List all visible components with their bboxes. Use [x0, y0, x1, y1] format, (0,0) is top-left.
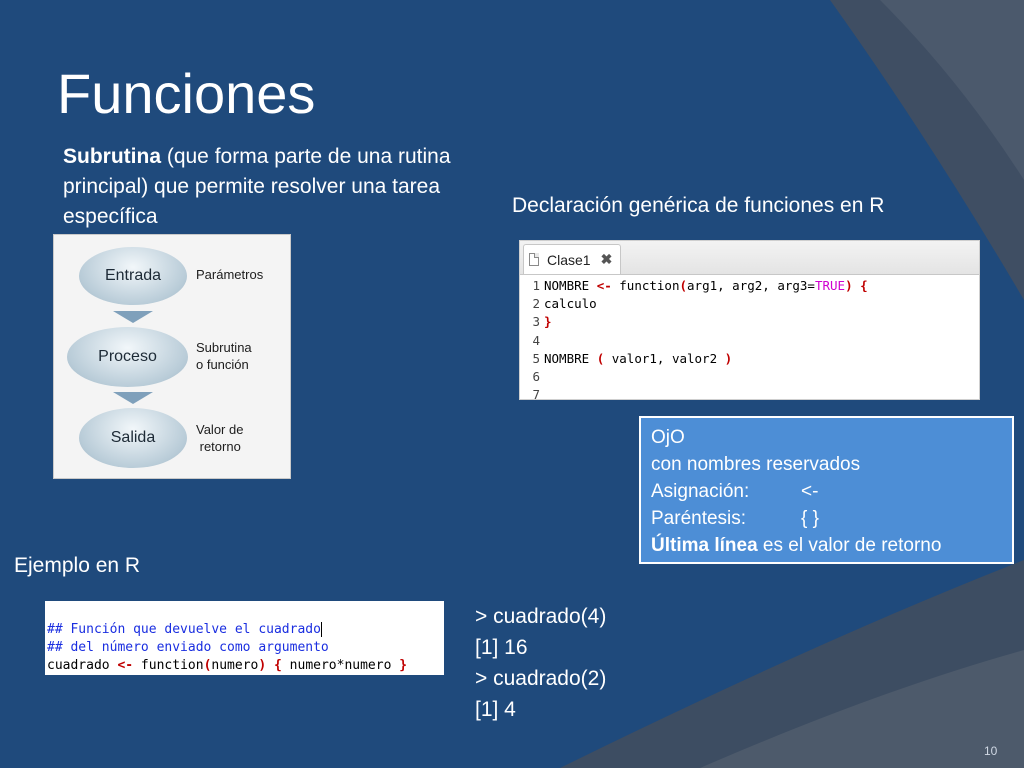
- code-line: 7: [520, 386, 979, 404]
- intro-text: Subrutina (que forma parte de una rutina…: [63, 142, 493, 232]
- code-token: <-: [596, 278, 612, 293]
- code-token: [853, 278, 861, 293]
- example-comment-1: ## Función que devuelve el cuadrado: [47, 622, 322, 637]
- console-output: > cuadrado(4) [1] 16 > cuadrado(2) [1] 4: [475, 601, 606, 725]
- code-token: function: [611, 278, 680, 293]
- code-token: ): [258, 658, 267, 673]
- code-token: }: [544, 314, 552, 330]
- line-text: NOMBRE <- function(arg1, arg2, arg3=TRUE…: [544, 277, 868, 295]
- example-comment-2: ## del número enviado como argumento: [47, 640, 329, 655]
- code-token: {: [860, 278, 868, 293]
- example-code-panel[interactable]: ## Función que devuelve el cuadrado ## d…: [45, 601, 444, 675]
- line-number: 6: [532, 369, 540, 385]
- code-token: cuadrado: [47, 658, 118, 673]
- tab-label: Clase1: [547, 251, 591, 268]
- code-token: numero*numero: [281, 658, 400, 673]
- ojo-last-line: Última línea es el valor de retorno: [651, 532, 1002, 559]
- process-diagram: Entrada Proceso Salida Parámetros Subrut…: [53, 234, 291, 479]
- console-line: [1] 4: [475, 698, 516, 721]
- code-token: valor1, valor2: [604, 350, 725, 366]
- editor-tabbar: Clase1 ✖: [520, 241, 979, 275]
- ojo-note-box: OjO con nombres reservados Asignación: <…: [639, 416, 1014, 564]
- line-number: 5: [532, 350, 540, 366]
- intro-rest: (que forma parte de una rutina principal…: [63, 145, 451, 228]
- code-token: arg1, arg2, arg3=: [687, 278, 815, 293]
- code-token: ): [845, 278, 853, 293]
- ojo-paren-val: { }: [801, 508, 819, 529]
- code-line: 6: [520, 368, 979, 386]
- file-icon: [529, 253, 539, 266]
- line-number: 3: [532, 314, 540, 330]
- tab-clase1[interactable]: Clase1 ✖: [523, 244, 621, 274]
- ojo-last-bold: Última línea: [651, 535, 758, 556]
- arrow-down-icon: [113, 392, 153, 404]
- ojo-line-reserved: con nombres reservados: [651, 454, 861, 475]
- code-line: 1 NOMBRE <- function(arg1, arg2, arg3=TRU…: [520, 277, 979, 295]
- text-caret: [320, 622, 322, 637]
- console-line: > cuadrado(4): [475, 605, 607, 628]
- diagram-label-valor: Valor de retorno: [196, 422, 244, 454]
- code-line: 4: [520, 332, 979, 350]
- code-token: NOMBRE: [544, 350, 597, 366]
- ojo-paren-key: Paréntesis:: [651, 508, 747, 529]
- intro-bold: Subrutina: [63, 145, 161, 168]
- diagram-step-salida: Salida: [79, 408, 187, 468]
- code-token: TRUE: [814, 278, 846, 293]
- line-number: 4: [532, 332, 540, 348]
- ojo-last-rest: es el valor de retorno: [757, 535, 942, 556]
- code-token: ): [724, 350, 733, 366]
- line-text: }: [544, 313, 552, 331]
- line-text: NOMBRE ( valor1, valor2 ): [544, 350, 732, 368]
- code-token: <-: [117, 658, 134, 673]
- code-token: numero: [211, 658, 259, 673]
- example-code-line: cuadrado <- function(numero) { numero*nu…: [47, 657, 442, 675]
- ojo-assign-key: Asignación:: [651, 481, 750, 502]
- console-line: [1] 16: [475, 636, 528, 659]
- code-token: (: [203, 658, 212, 673]
- code-token: {: [274, 658, 282, 673]
- ojo-assign-row: Asignación: <-: [651, 478, 1002, 505]
- code-token: (: [679, 278, 688, 293]
- arrow-down-icon: [113, 311, 153, 323]
- code-token: NOMBRE: [544, 278, 597, 293]
- declaration-label: Declaración genérica de funciones en R: [512, 194, 885, 217]
- line-number: 1: [532, 278, 540, 293]
- diagram-label-parametros: Parámetros: [196, 267, 264, 282]
- line-number: 7: [532, 387, 540, 403]
- diagram-step-proceso: Proceso: [67, 327, 188, 387]
- console-line: > cuadrado(2): [475, 667, 607, 690]
- line-text: calculo: [544, 295, 597, 313]
- ojo-assign-val: <-: [801, 481, 819, 502]
- ojo-paren-row: Paréntesis: { }: [651, 505, 1002, 532]
- code-line: 3}: [520, 313, 979, 331]
- code-token: }: [399, 658, 408, 673]
- diagram-step-entrada: Entrada: [79, 247, 187, 305]
- code-token: function: [133, 658, 204, 673]
- close-icon[interactable]: ✖: [600, 251, 613, 267]
- page-number: 10: [984, 744, 998, 758]
- line-number: 2: [532, 296, 540, 312]
- example-label: Ejemplo en R: [14, 554, 141, 577]
- slide-title: Funciones: [57, 62, 316, 125]
- code-token: (: [596, 350, 605, 366]
- code-token: [266, 658, 274, 673]
- code-token: calculo: [544, 296, 597, 312]
- ojo-title: OjO: [651, 427, 685, 448]
